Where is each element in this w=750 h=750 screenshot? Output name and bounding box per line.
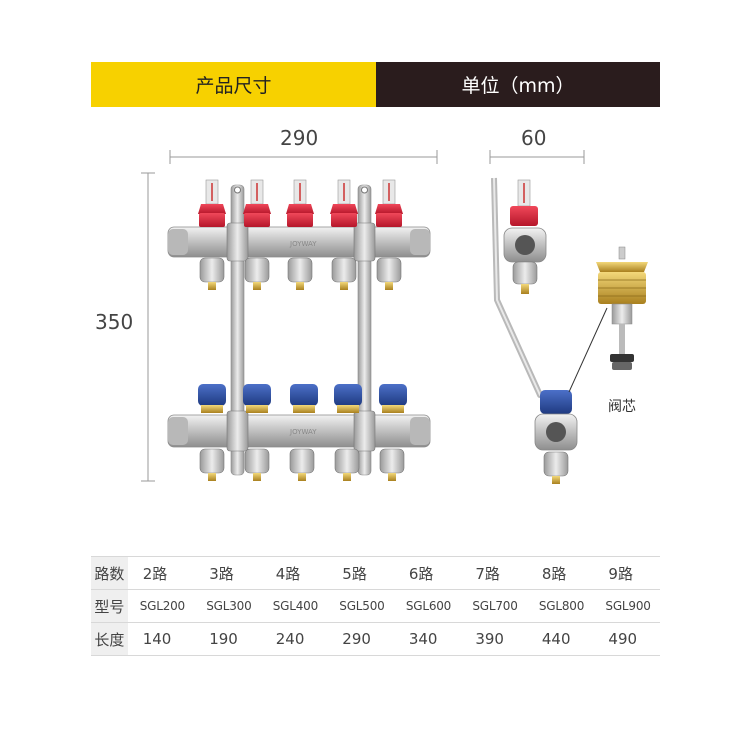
table-cell: SGL200 (127, 589, 195, 623)
table-cell: SGL400 (260, 589, 328, 623)
product-size-label: 产品尺寸 (91, 62, 376, 107)
table-cell: 8路 (526, 556, 594, 590)
table-cell: 9路 (593, 556, 660, 590)
spec-table: 路数 2路 3路 4路 5路 6路 7路 8路 9路 型号 SGL200 SGL… (91, 556, 660, 656)
bottom-outlets (199, 448, 405, 481)
table-cell: 3路 (194, 556, 261, 590)
valve-core-label: 阀芯 (608, 399, 636, 415)
brand-mark-top: JOYWAY (289, 240, 317, 248)
table-cell: 2路 (127, 556, 195, 590)
row-head-circuits: 路数 (91, 556, 128, 590)
table-cell: 390 (460, 622, 527, 656)
top-outlets (199, 257, 402, 290)
unit-label: 单位（mm） (376, 62, 660, 107)
brand-mark-bottom: JOYWAY (289, 428, 317, 436)
table-cell: SGL800 (526, 589, 594, 623)
table-row-models: 型号 SGL200 SGL300 SGL400 SGL500 SGL600 SG… (91, 589, 660, 623)
row-head-model: 型号 (91, 589, 128, 623)
manifold-front-view: JOYWAY JOYWAY (167, 179, 431, 481)
table-cell: SGL900 (593, 589, 660, 623)
table-cell: SGL600 (393, 589, 461, 623)
manifold-side-view (491, 177, 578, 484)
dimension-lines (141, 150, 585, 482)
table-cell: 490 (593, 622, 660, 656)
table-cell: 4路 (260, 556, 328, 590)
row-head-length: 长度 (91, 622, 128, 656)
table-cell: 440 (526, 622, 594, 656)
header-bar: 产品尺寸 单位（mm） (91, 62, 660, 107)
table-cell: 190 (194, 622, 261, 656)
valve-caps-blue (198, 384, 407, 413)
table-cell: 6路 (393, 556, 461, 590)
table-cell: 240 (260, 622, 328, 656)
flow-meters-red (198, 179, 403, 227)
dimension-width-side: 60 (521, 126, 547, 150)
table-cell: 5路 (327, 556, 394, 590)
table-cell: 340 (393, 622, 461, 656)
dimension-width-front: 290 (280, 126, 319, 150)
table-cell: 290 (327, 622, 394, 656)
table-row-length: 长度 140 190 240 290 340 390 440 490 (91, 622, 660, 656)
table-row-circuits: 路数 2路 3路 4路 5路 6路 7路 8路 9路 (91, 556, 660, 590)
table-cell: SGL300 (194, 589, 261, 623)
table-cell: 7路 (460, 556, 527, 590)
valve-core-illustration (568, 246, 648, 393)
table-cell: SGL700 (460, 589, 527, 623)
table-cell: 140 (127, 622, 195, 656)
table-cell: SGL500 (327, 589, 394, 623)
dimension-height: 350 (95, 310, 134, 334)
